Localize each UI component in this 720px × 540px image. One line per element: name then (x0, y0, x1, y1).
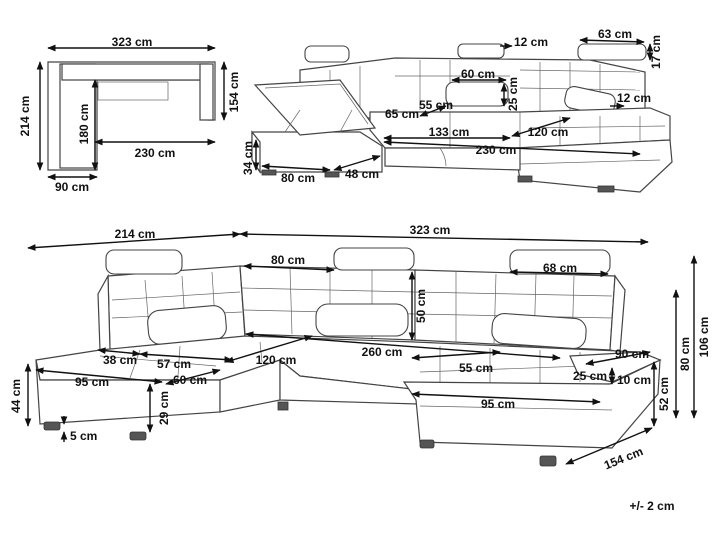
dim-main-60 (165, 368, 221, 386)
label-main-25: 25 cm (573, 369, 607, 383)
top-headrest-middle (457, 43, 505, 59)
label-main-29: 29 cm (157, 391, 171, 425)
label-main-120: 120 cm (256, 353, 297, 367)
label-storage-length: 80 cm (281, 171, 315, 185)
label-plan-depth-left: 214 cm (18, 96, 32, 137)
top-headrest-right (577, 43, 647, 61)
label-headrest-inner: 60 cm (461, 67, 495, 81)
main-view: 214 cm 323 cm 80 cm 68 cm 50 cm 260 cm 3… (9, 223, 711, 472)
dim-seat-230 (383, 138, 641, 158)
label-storage-width: 48 cm (345, 167, 379, 181)
label-main-width: 323 cm (410, 223, 451, 237)
plan-back (61, 63, 209, 81)
label-headrest-width: 63 cm (598, 27, 632, 41)
label-main-95-right: 95 cm (481, 397, 515, 411)
main-leg-2 (129, 431, 147, 441)
label-seat-230: 230 cm (476, 143, 517, 157)
label-seat-120: 120 cm (528, 125, 569, 139)
dim-main-38 (97, 347, 141, 357)
label-main-44: 44 cm (9, 379, 23, 413)
top-cushion-middle (445, 81, 509, 107)
plan-chaise-right (199, 63, 214, 121)
storage-view: 34 cm 80 cm 48 cm 12 cm 63 cm 17 cm 60 c… (241, 27, 673, 193)
label-main-80-top: 80 cm (271, 253, 305, 267)
label-headrest-gap: 12 cm (514, 35, 548, 49)
dim-main-width (239, 230, 649, 246)
label-seat-a: 65 cm (385, 107, 419, 121)
label-main-55: 55 cm (459, 361, 493, 375)
label-main-5: 5 cm (70, 429, 97, 443)
label-main-90: 90 cm (615, 347, 649, 361)
label-main-50: 50 cm (414, 289, 428, 323)
dim-main-154 (565, 427, 653, 465)
dim-headrest-width (579, 36, 645, 46)
label-headrest-drop: 25 cm (506, 77, 520, 111)
main-leg-3 (277, 401, 289, 411)
label-main-57: 57 cm (157, 357, 191, 371)
label-main-68: 68 cm (543, 261, 577, 275)
main-leg-4 (419, 439, 435, 449)
storage-leg (261, 169, 277, 176)
dim-main-55 (411, 349, 501, 361)
label-main-52: 52 cm (657, 377, 671, 411)
main-headrest-middle (333, 247, 415, 271)
dim-seat-120 (511, 117, 571, 137)
label-cushion-gap: 12 cm (617, 91, 651, 105)
label-main-10: 10 cm (617, 373, 651, 387)
dim-storage-width (333, 154, 381, 172)
label-main-60: 60 cm (173, 373, 207, 387)
main-left-side (97, 273, 111, 351)
label-main-95-left: 95 cm (75, 375, 109, 389)
plan-seat-block (97, 81, 169, 101)
label-main-38: 38 cm (103, 353, 137, 367)
label-storage-height: 34 cm (241, 141, 255, 175)
label-main-260: 260 cm (362, 345, 403, 359)
label-main-106: 106 cm (697, 317, 711, 358)
label-main-80-right: 80 cm (678, 337, 692, 371)
label-main-left: 214 cm (115, 227, 156, 241)
dim-main-80-top (243, 262, 335, 274)
label-seat-133: 133 cm (429, 125, 470, 139)
top-headrest-left (304, 45, 350, 63)
dim-main-left (27, 231, 241, 251)
dim-main-120 (225, 334, 313, 364)
plan-view: 323 cm 214 cm 154 cm 180 cm 230 cm 90 cm (18, 35, 241, 194)
dim-main-90 (585, 350, 651, 366)
label-plan-width: 323 cm (112, 35, 153, 49)
dim-main-68 (509, 268, 609, 278)
main-cushion-right (491, 313, 587, 349)
dim-storage-length (261, 163, 331, 173)
dim-main-57 (139, 351, 233, 363)
label-plan-inner-depth: 180 cm (77, 104, 91, 145)
storage-leg-2 (324, 171, 340, 178)
tolerance-note: +/- 2 cm (629, 499, 674, 513)
top-chaise-right (514, 139, 673, 193)
main-cushion-middle (315, 303, 409, 337)
main-leg-1 (43, 421, 61, 431)
label-plan-inner-width: 230 cm (135, 146, 176, 160)
dim-main-95-left (35, 367, 163, 385)
label-plan-arm-width: 90 cm (55, 180, 89, 194)
label-headrest-height: 17 cm (649, 35, 663, 69)
label-seat-b: 55 cm (419, 98, 453, 112)
main-headrest-left (105, 249, 183, 275)
dim-seat-b (419, 105, 447, 117)
dim-main-95-right (411, 390, 601, 406)
main-leg-5 (539, 455, 557, 467)
storage-lid (253, 79, 377, 136)
label-plan-depth-right: 154 cm (227, 72, 241, 113)
top-leg-1 (517, 175, 533, 183)
top-leg-2 (597, 185, 615, 193)
